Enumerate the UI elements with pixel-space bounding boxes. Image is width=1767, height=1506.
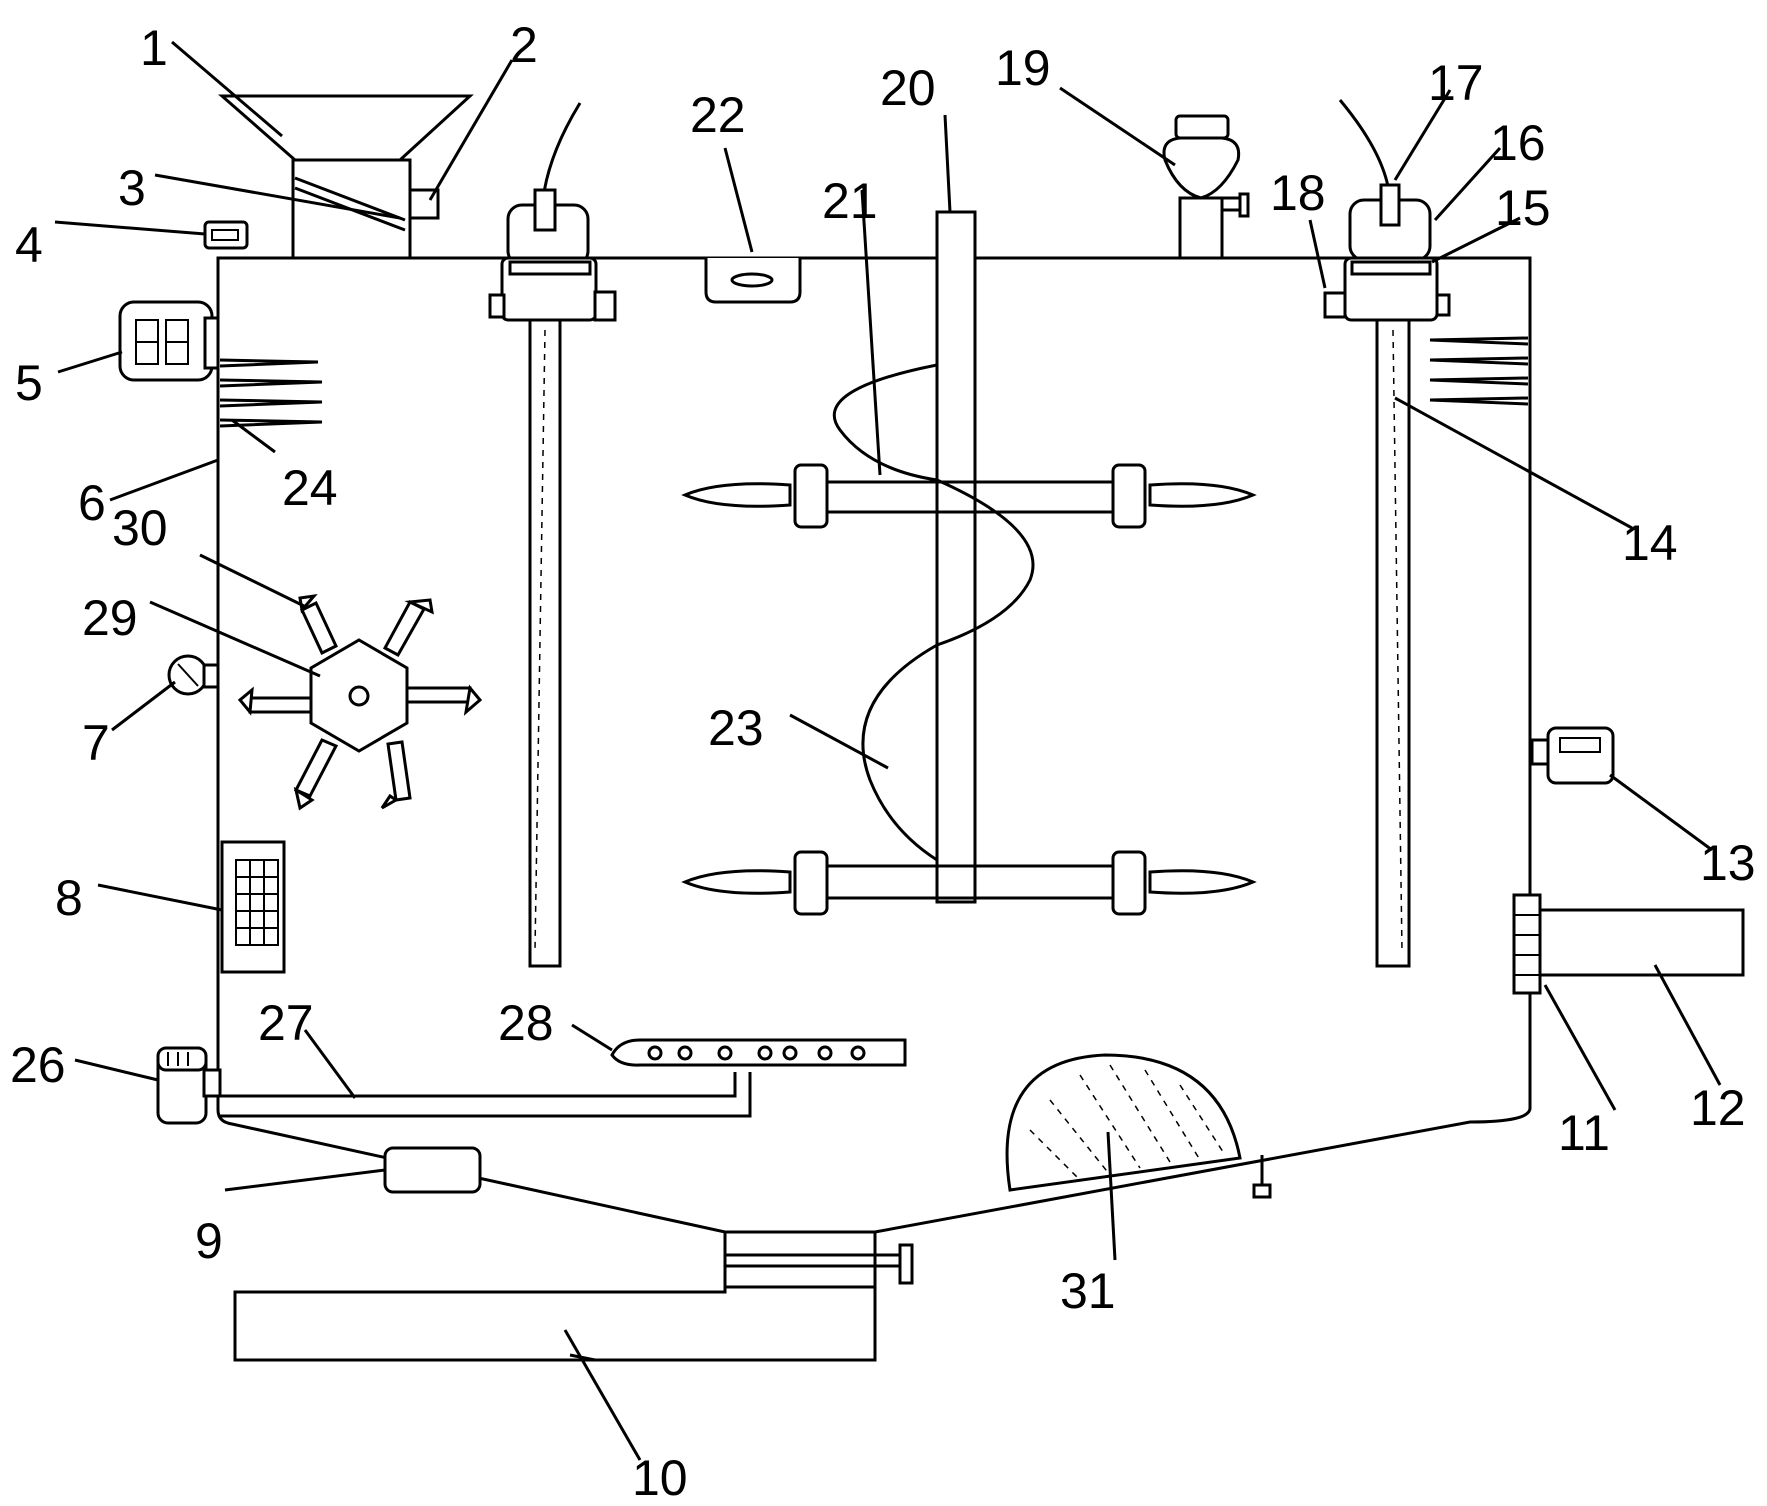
bottom-valve	[383, 1146, 482, 1194]
label-8: 8	[55, 870, 83, 926]
top-sensor	[203, 220, 249, 250]
pump	[156, 1046, 222, 1125]
label-20: 20	[880, 60, 936, 116]
label-6: 6	[78, 475, 106, 531]
top-valve	[1162, 114, 1250, 260]
label-19: 19	[995, 40, 1051, 96]
right-fins	[1429, 336, 1529, 406]
number-labels: 1 2 3 4 5 6 7 8 9 10 11 12 13 14 15 16 1…	[10, 17, 1756, 1506]
label-18: 18	[1270, 165, 1326, 221]
discharge-outlet	[723, 1230, 914, 1289]
label-14: 14	[1622, 515, 1678, 571]
right-electrode	[1323, 99, 1451, 968]
label-29: 29	[82, 590, 138, 646]
bottom-dome	[1005, 1053, 1272, 1199]
tank-body	[216, 256, 1532, 1234]
label-23: 23	[708, 700, 764, 756]
collection-box	[233, 1285, 877, 1362]
label-10: 10	[632, 1450, 688, 1501]
label-22: 22	[690, 87, 746, 143]
label-21: 21	[822, 173, 878, 229]
feed-hopper	[218, 94, 474, 260]
label-7: 7	[82, 715, 110, 771]
label-31: 31	[1060, 1263, 1116, 1319]
leader-lines	[54, 40, 1722, 1461]
upper-blade	[681, 463, 1257, 529]
filter-screen	[220, 840, 286, 974]
air-pipe	[218, 1072, 752, 1118]
crusher-rotor	[237, 593, 483, 811]
label-11: 11	[1558, 1105, 1610, 1161]
label-30: 30	[112, 500, 168, 556]
label-16: 16	[1490, 115, 1546, 171]
lower-blade	[681, 850, 1257, 916]
label-9: 9	[195, 1213, 223, 1269]
label-2: 2	[510, 17, 538, 73]
label-28: 28	[498, 995, 554, 1051]
label-4: 4	[15, 217, 43, 273]
left-fins	[219, 358, 323, 428]
label-17: 17	[1428, 55, 1484, 111]
control-display	[118, 300, 220, 382]
label-5: 5	[15, 355, 43, 411]
spiral-ribbon	[832, 363, 1035, 862]
side-outlet-flange	[1512, 893, 1542, 995]
label-24: 24	[282, 460, 338, 516]
aerator-bar	[610, 1038, 907, 1067]
stirrer-shaft	[935, 210, 977, 904]
pressure-gauge	[167, 654, 220, 696]
label-27: 27	[258, 995, 314, 1051]
label-13: 13	[1700, 835, 1756, 891]
label-26: 26	[10, 1037, 66, 1093]
label-15: 15	[1495, 180, 1551, 236]
right-sensor	[1530, 726, 1615, 785]
label-3: 3	[118, 160, 146, 216]
label-12: 12	[1690, 1080, 1746, 1136]
top-bracket	[704, 258, 802, 304]
label-1: 1	[140, 20, 168, 76]
left-electrode	[488, 102, 617, 968]
side-outlet-box	[1538, 908, 1745, 977]
